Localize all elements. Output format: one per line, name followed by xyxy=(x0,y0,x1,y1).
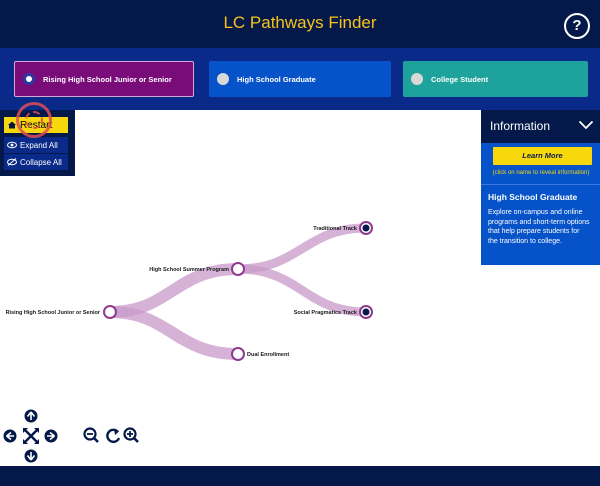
zoom-out-icon[interactable] xyxy=(83,427,99,443)
app-header: LC Pathways Finder ? xyxy=(0,0,600,48)
pan-up-icon[interactable] xyxy=(24,409,38,423)
node-social-label[interactable]: Social Pragmatics Track xyxy=(294,310,358,316)
page-footer xyxy=(0,466,600,486)
node-traditional[interactable]: Traditional Track xyxy=(313,221,373,235)
zoom-controls xyxy=(83,427,139,444)
eye-slash-icon xyxy=(7,158,17,166)
radio-unselected-icon xyxy=(217,73,229,85)
pan-left-icon[interactable] xyxy=(3,429,17,443)
expand-all-button[interactable]: Expand All xyxy=(4,137,68,153)
choice-label: Rising High School Junior or Senior xyxy=(43,74,172,84)
information-divider xyxy=(481,184,600,185)
radio-unselected-icon xyxy=(411,73,423,85)
reset-rotate-icon[interactable] xyxy=(106,428,121,444)
choice-rising-junior-senior[interactable]: Rising High School Junior or Senior xyxy=(14,61,194,97)
link-root-summer xyxy=(104,263,244,318)
link-summer-traditional xyxy=(233,223,371,274)
node-summer-label[interactable]: High School Summer Program xyxy=(149,267,229,273)
node-dual-label[interactable]: Dual Enrollment xyxy=(247,352,289,358)
information-header[interactable]: Information xyxy=(481,110,600,143)
pan-right-icon[interactable] xyxy=(44,429,58,443)
information-description: Explore on-campus and online programs an… xyxy=(488,209,590,245)
zoom-in-icon[interactable] xyxy=(123,427,139,443)
collapse-all-button[interactable]: Collapse All xyxy=(4,154,68,170)
eye-icon xyxy=(7,141,17,149)
choice-high-school-graduate[interactable]: High School Graduate xyxy=(209,61,391,97)
node-social[interactable]: Social Pragmatics Track xyxy=(294,305,373,319)
choice-label: College Student xyxy=(431,74,489,84)
chevron-down-icon[interactable] xyxy=(578,120,594,130)
node-root[interactable]: Rising High School Junior or Senior xyxy=(6,305,117,319)
link-root-dual xyxy=(104,306,244,360)
pathway-tree: Rising High School Junior or Senior High… xyxy=(6,221,373,361)
help-button[interactable]: ? xyxy=(564,13,590,39)
home-icon xyxy=(8,121,16,129)
node-dual[interactable]: Dual Enrollment xyxy=(231,347,289,361)
fit-to-screen-icon[interactable] xyxy=(23,428,39,444)
app-title: LC Pathways Finder xyxy=(223,13,377,32)
node-summer[interactable]: High School Summer Program xyxy=(149,262,245,276)
link-summer-social xyxy=(233,264,371,317)
collapse-all-label: Collapse All xyxy=(20,157,62,167)
node-root-label[interactable]: Rising High School Junior or Senior xyxy=(6,310,101,316)
node-traditional-label[interactable]: Traditional Track xyxy=(313,226,358,232)
expand-all-label: Expand All xyxy=(20,140,58,150)
radio-selected-icon xyxy=(23,73,35,85)
choice-label: High School Graduate xyxy=(237,74,316,84)
information-header-label: Information xyxy=(490,119,551,133)
choice-college-student[interactable]: College Student xyxy=(403,61,588,97)
information-title: High School Graduate xyxy=(488,192,578,202)
click-indicator xyxy=(16,102,52,138)
learn-more-button[interactable]: Learn More xyxy=(493,147,592,165)
pan-controls xyxy=(3,409,58,463)
pan-down-icon[interactable] xyxy=(24,449,38,463)
information-hint: (click on name to reveal information) xyxy=(492,170,590,176)
